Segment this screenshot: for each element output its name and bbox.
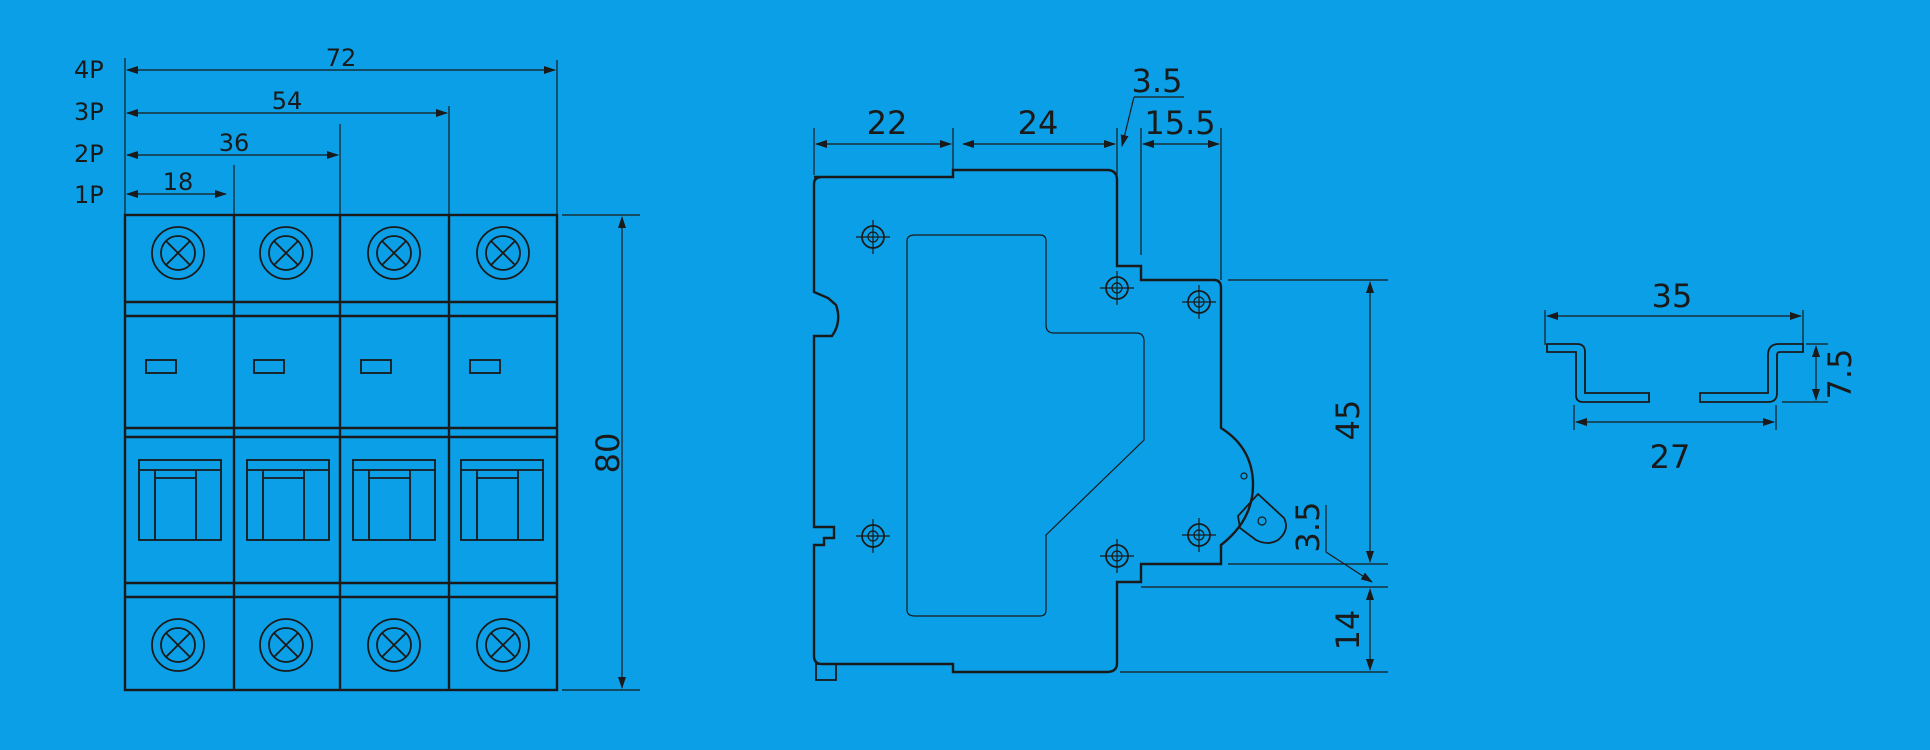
- dim-14: 14: [1329, 610, 1367, 651]
- leader-3-5-top: [1120, 96, 1135, 147]
- lever-icon: [1237, 472, 1287, 544]
- mounting-hole-icon: [1182, 285, 1216, 319]
- pole-label-3p: 3P: [74, 98, 104, 126]
- terminal-screw-icon: [476, 618, 530, 672]
- toggle-handle-icon: [352, 459, 436, 541]
- inner-window-outline: [906, 234, 1145, 617]
- pole-label-4p: 4P: [74, 56, 104, 84]
- mounting-hole-icon: [1182, 518, 1216, 552]
- terminal-screw-icon: [151, 226, 205, 280]
- mounting-hole-icon: [1100, 271, 1134, 305]
- indicator-window-icon: [360, 359, 392, 374]
- mounting-hole-icon: [856, 519, 890, 553]
- terminal-screw-icon: [259, 226, 313, 280]
- dim-18: 18: [163, 168, 194, 196]
- dim-45: 45: [1329, 400, 1367, 441]
- dim-22: 22: [867, 104, 908, 142]
- side-view: 22 24 3.5 15.5: [812, 62, 1388, 681]
- toggle-handle-icon: [138, 459, 222, 541]
- din-rail-profile: 35 7.5 27: [1544, 277, 1859, 476]
- dim-3-5-right: 3.5: [1289, 502, 1327, 553]
- breaker-side-profile: [812, 168, 1255, 674]
- pole-label-2p: 2P: [74, 140, 104, 168]
- indicator-window-icon: [469, 359, 501, 374]
- indicator-window-icon: [253, 359, 285, 374]
- dim-3-5-top: 3.5: [1132, 62, 1183, 100]
- dim-72: 72: [326, 44, 357, 72]
- toggle-handle-icon: [460, 459, 544, 541]
- pole-label-1p: 1P: [74, 181, 104, 209]
- terminal-screw-icon: [367, 618, 421, 672]
- dim-24: 24: [1018, 104, 1059, 142]
- mounting-hole-icon: [1100, 539, 1134, 573]
- dim-27: 27: [1650, 438, 1691, 476]
- toggle-handle-icon: [246, 459, 330, 541]
- dim-36: 36: [219, 129, 250, 157]
- dim-35: 35: [1652, 277, 1693, 315]
- dim-15-5: 15.5: [1144, 104, 1215, 142]
- rail-section: [1699, 343, 1804, 403]
- dim-54: 54: [272, 87, 303, 115]
- dim-80: 80: [589, 433, 627, 474]
- terminal-screw-icon: [476, 226, 530, 280]
- terminal-screw-icon: [259, 618, 313, 672]
- terminal-screw-icon: [367, 226, 421, 280]
- mounting-hole-icon: [856, 220, 890, 254]
- terminal-screw-icon: [151, 618, 205, 672]
- leader-3-5-right: [1325, 551, 1373, 583]
- indicator-window-icon: [145, 359, 177, 374]
- dim-7-5: 7.5: [1821, 349, 1859, 400]
- front-view: 4P 3P 2P 1P 72 54 36 18: [74, 44, 640, 692]
- rail-section: [1546, 343, 1650, 403]
